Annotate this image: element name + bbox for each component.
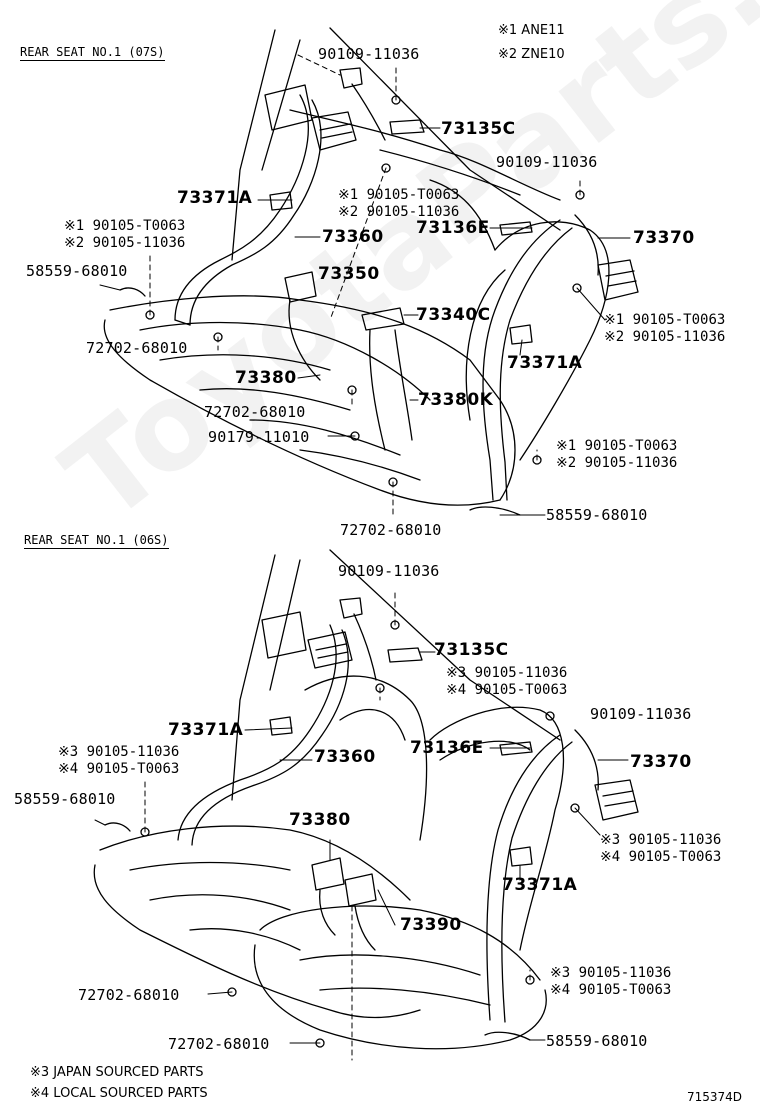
part-label: ※2 90105-11036 <box>64 235 186 251</box>
part-label: ※1 90105-T0063 <box>64 218 186 234</box>
part-label-stack: ※1 90105-T0063 ※2 90105-11036 <box>556 438 677 472</box>
part-label: ※4 90105-T0063 <box>550 982 672 998</box>
part-label: 90109-11036 <box>590 705 692 723</box>
part-label: 73136E <box>416 218 490 238</box>
part-label: ※2 90105-11036 <box>604 329 726 345</box>
part-label: 73370 <box>633 228 695 248</box>
part-label: 72702-68010 <box>204 403 306 421</box>
part-label: ※2 90105-11036 <box>556 455 678 471</box>
part-label: 73360 <box>314 747 376 767</box>
part-label-stack: ※3 90105-11036 ※4 90105-T0063 <box>446 665 567 699</box>
part-label: 73135C <box>434 640 509 660</box>
top-assembly-drawing <box>99 27 639 516</box>
part-label: 72702-68010 <box>86 339 188 357</box>
part-label: 58559-68010 <box>546 506 648 524</box>
part-label: ※2 90105-11036 <box>338 204 460 220</box>
part-label: ※3 90105-11036 <box>58 744 180 760</box>
part-label: 58559-68010 <box>14 790 116 808</box>
part-label: 72702-68010 <box>340 521 442 539</box>
part-label: 73380 <box>289 810 351 830</box>
part-label: 73350 <box>318 264 380 284</box>
part-label: 90109-11036 <box>496 153 598 171</box>
part-label: 73371A <box>177 188 253 208</box>
footnote-3: ※3 JAPAN SOURCED PARTS <box>30 1065 204 1080</box>
part-label-stack: ※3 90105-11036 ※4 90105-T0063 <box>600 832 721 866</box>
part-label: 73370 <box>630 752 692 772</box>
part-label: 72702-68010 <box>168 1035 270 1053</box>
bottom-assembly-drawing <box>93 549 639 1061</box>
part-label: ※4 90105-T0063 <box>600 849 722 865</box>
part-label-stack: ※1 90105-T0063 ※2 90105-11036 <box>338 187 459 221</box>
part-label-stack: ※1 90105-T0063 ※2 90105-11036 <box>604 312 725 346</box>
part-label-stack: ※3 90105-11036 ※4 90105-T0063 <box>550 965 671 999</box>
part-label: 73340C <box>416 305 491 325</box>
part-label: 58559-68010 <box>546 1032 648 1050</box>
part-label: ※3 90105-11036 <box>600 832 722 848</box>
part-label: 73380K <box>418 390 494 410</box>
part-label: 73371A <box>507 353 583 373</box>
part-label: 90109-11036 <box>318 45 420 63</box>
part-label: 73136E <box>410 738 484 758</box>
part-label: 73371A <box>502 875 578 895</box>
part-label: 90179-11010 <box>208 428 310 446</box>
part-label: ※1 90105-T0063 <box>556 438 678 454</box>
footnote-4: ※4 LOCAL SOURCED PARTS <box>30 1086 208 1101</box>
legend-note-1: ※1 ANE11 <box>498 23 565 38</box>
part-label: 73360 <box>322 227 384 247</box>
part-label: 73380 <box>235 368 297 388</box>
part-label-stack: ※3 90105-11036 ※4 90105-T0063 <box>58 744 179 778</box>
part-label: 73390 <box>400 915 462 935</box>
section-title-bottom: REAR SEAT NO.1 (06S) <box>24 533 169 549</box>
part-label-stack: ※1 90105-T0063 ※2 90105-11036 <box>64 218 185 252</box>
part-label: ※4 90105-T0063 <box>58 761 180 777</box>
page-number: 715374D <box>686 1090 742 1104</box>
section-title-top: REAR SEAT NO.1 (07S) <box>20 45 165 61</box>
part-label: 72702-68010 <box>78 986 180 1004</box>
part-label: ※1 90105-T0063 <box>604 312 726 328</box>
part-label: 58559-68010 <box>26 262 128 280</box>
part-label: ※3 90105-11036 <box>550 965 672 981</box>
part-label: ※1 90105-T0063 <box>338 187 460 203</box>
part-label: ※3 90105-11036 <box>446 665 568 681</box>
part-label: ※4 90105-T0063 <box>446 682 568 698</box>
legend-note-2: ※2 ZNE10 <box>498 47 565 62</box>
part-label: 73135C <box>441 119 516 139</box>
part-label: 90109-11036 <box>338 562 440 580</box>
part-label: 73371A <box>168 720 244 740</box>
